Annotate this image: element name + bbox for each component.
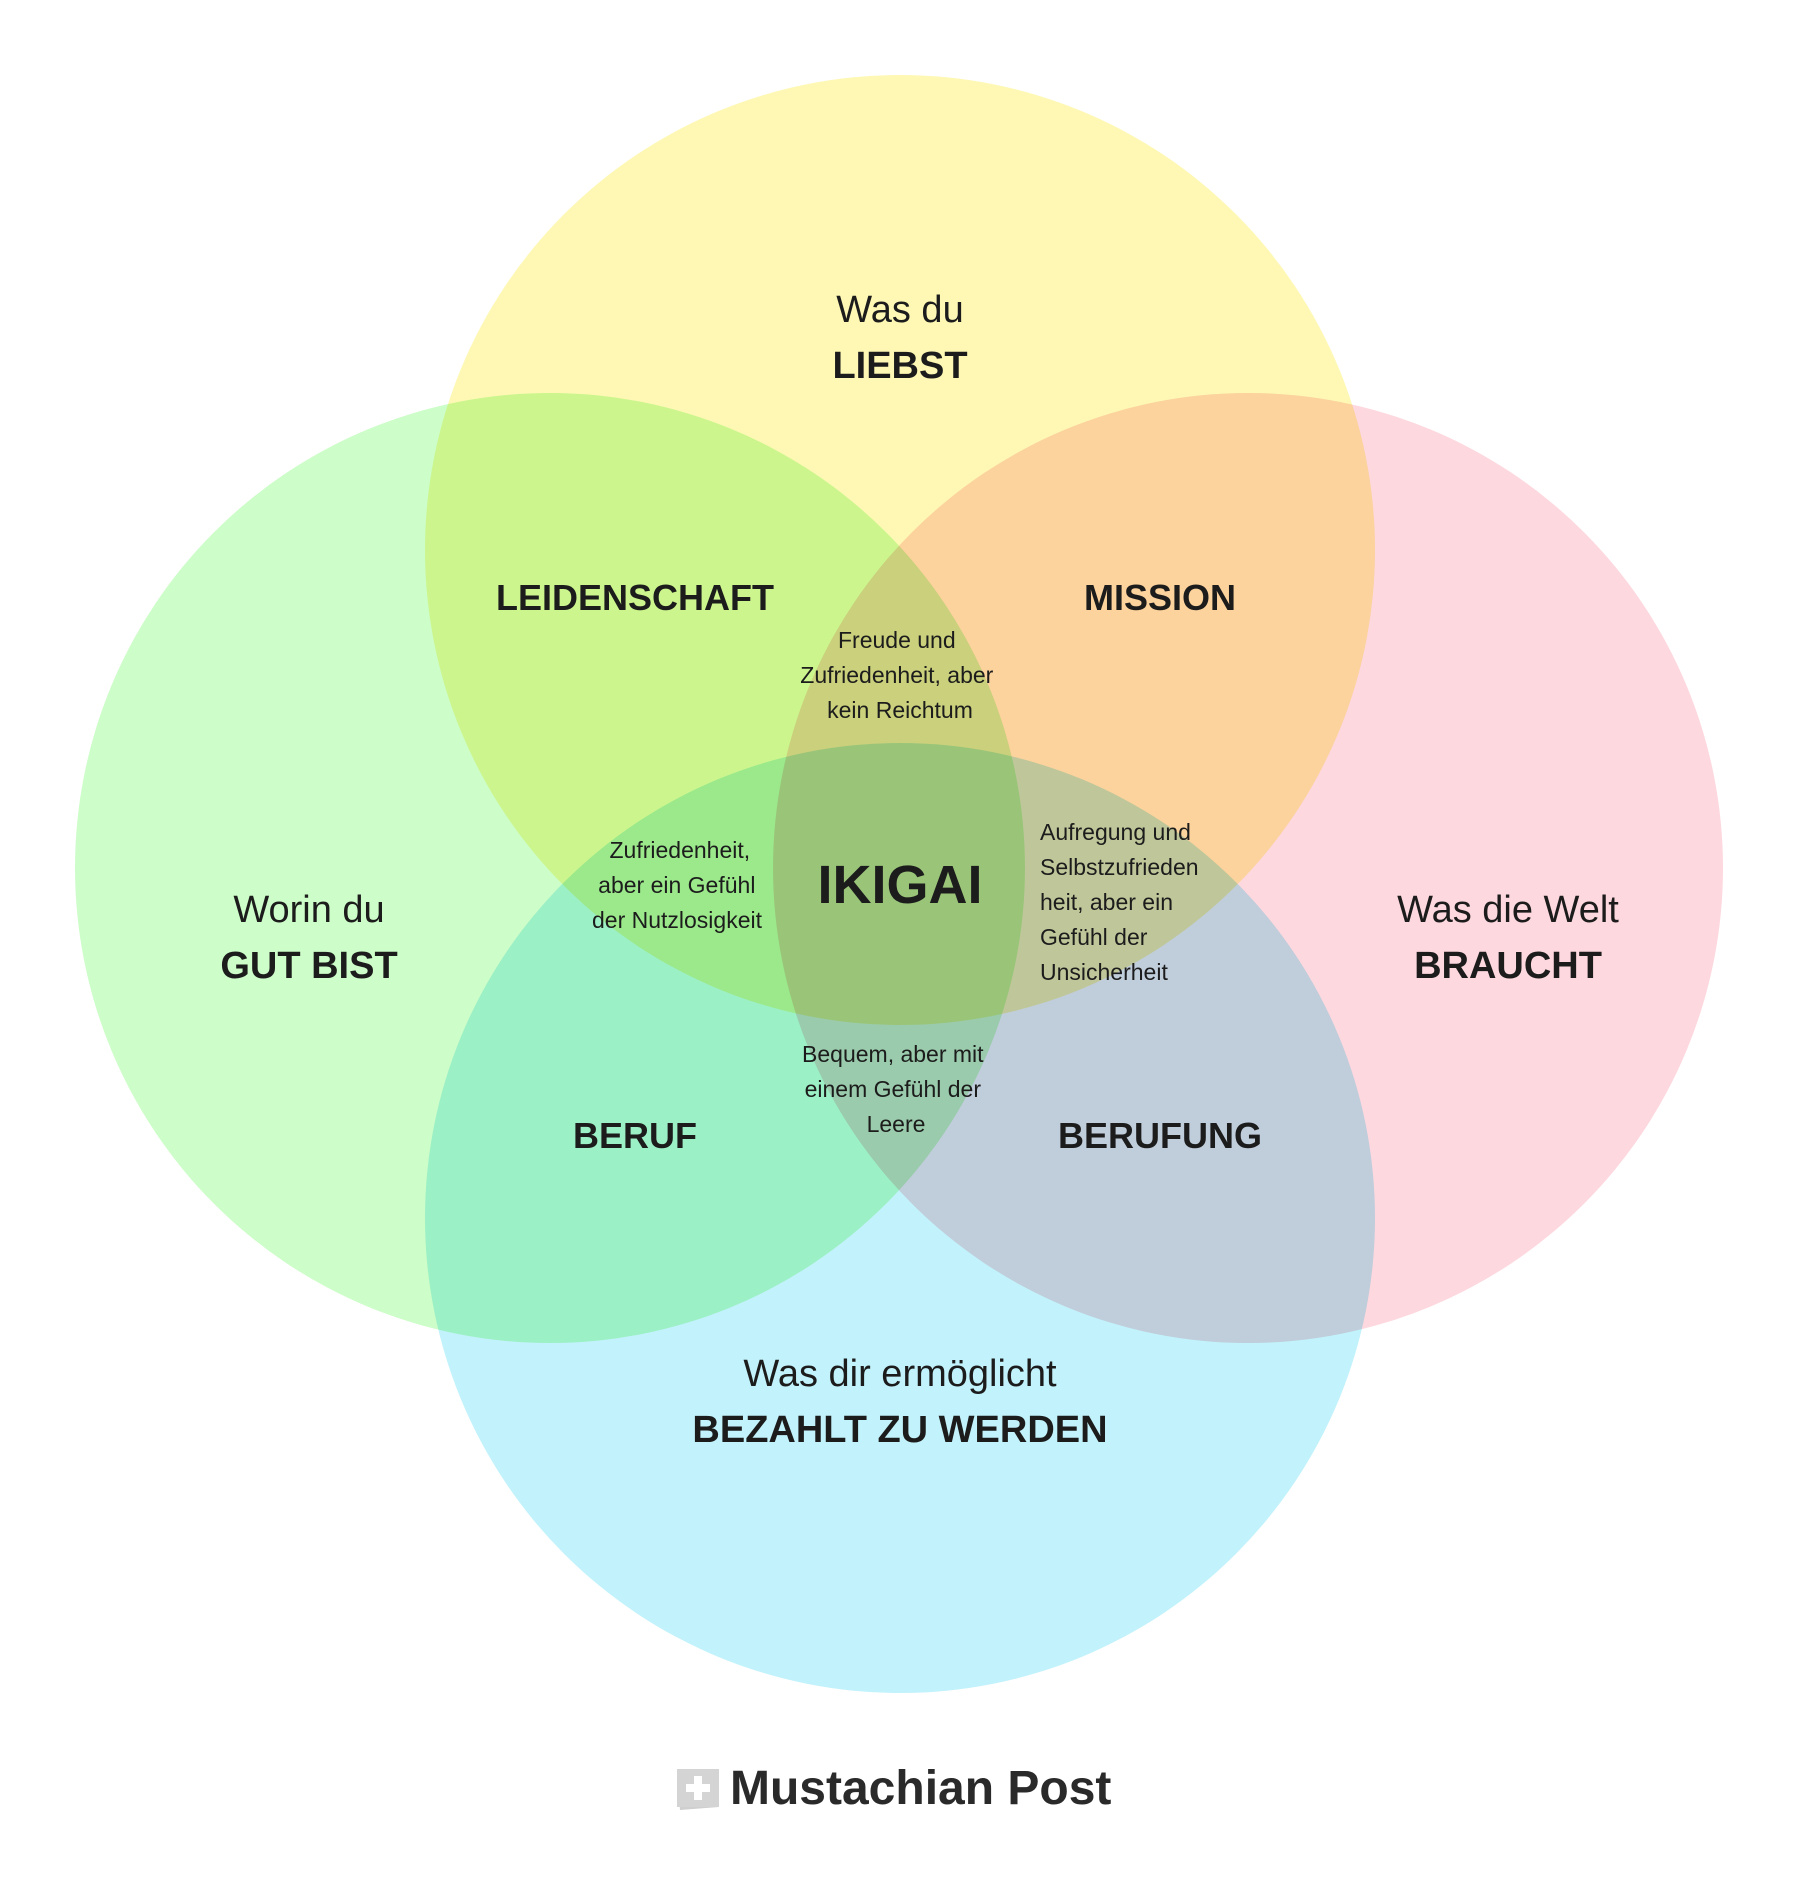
region-label-mission: MISSION: [1084, 577, 1236, 618]
note-right-line: Selbstzufrieden: [1040, 854, 1199, 880]
note-top-line: kein Reichtum: [827, 697, 973, 723]
note-left-line: Zufriedenheit,: [609, 837, 750, 863]
note-top: Freude und Zufriedenheit, aber kein Reic…: [800, 627, 999, 723]
world-label-line1: Was die Welt: [1397, 889, 1619, 931]
note-right-line: heit, aber ein: [1040, 889, 1173, 915]
brand-logo: Mustachian Post: [677, 1762, 1111, 1815]
swiss-cross-icon: [677, 1769, 719, 1810]
note-left: Zufriedenheit, aber ein Gefühl der Nutzl…: [592, 837, 763, 933]
good-label-line2: GUT BIST: [220, 945, 397, 987]
note-bottom-line: Leere: [867, 1111, 926, 1137]
note-bottom-line: einem Gefühl der: [805, 1076, 982, 1102]
love-label-line1: Was du: [836, 289, 963, 331]
paid-label-line1: Was dir ermöglicht: [743, 1353, 1057, 1395]
note-bottom-line: Bequem, aber mit: [802, 1041, 984, 1067]
note-right-line: Unsicherheit: [1040, 959, 1168, 985]
center-label-ikigai: IKIGAI: [817, 855, 982, 915]
note-right-line: Gefühl der: [1040, 924, 1148, 950]
note-left-line: der Nutzlosigkeit: [592, 907, 763, 933]
circle-paid: [425, 743, 1375, 1693]
region-label-berufung: BERUFUNG: [1058, 1115, 1262, 1156]
note-right-line: Aufregung und: [1040, 819, 1191, 845]
venn-circles: [75, 75, 1723, 1693]
region-label-beruf: BERUF: [573, 1115, 697, 1156]
good-label-line1: Worin du: [233, 889, 384, 931]
love-label-line2: LIEBST: [832, 345, 967, 387]
note-bottom: Bequem, aber mit einem Gefühl der Leere: [802, 1041, 990, 1137]
note-left-line: aber ein Gefühl: [598, 872, 755, 898]
world-label-line2: BRAUCHT: [1414, 945, 1602, 987]
note-top-line: Zufriedenheit, aber: [800, 662, 993, 688]
note-right: Aufregung und Selbstzufrieden heit, aber…: [1040, 819, 1205, 985]
paid-label-line2: BEZAHLT ZU WERDEN: [692, 1409, 1107, 1451]
brand-name: Mustachian Post: [730, 1762, 1111, 1815]
region-label-leidenschaft: LEIDENSCHAFT: [496, 577, 774, 618]
note-top-line: Freude und: [838, 627, 956, 653]
